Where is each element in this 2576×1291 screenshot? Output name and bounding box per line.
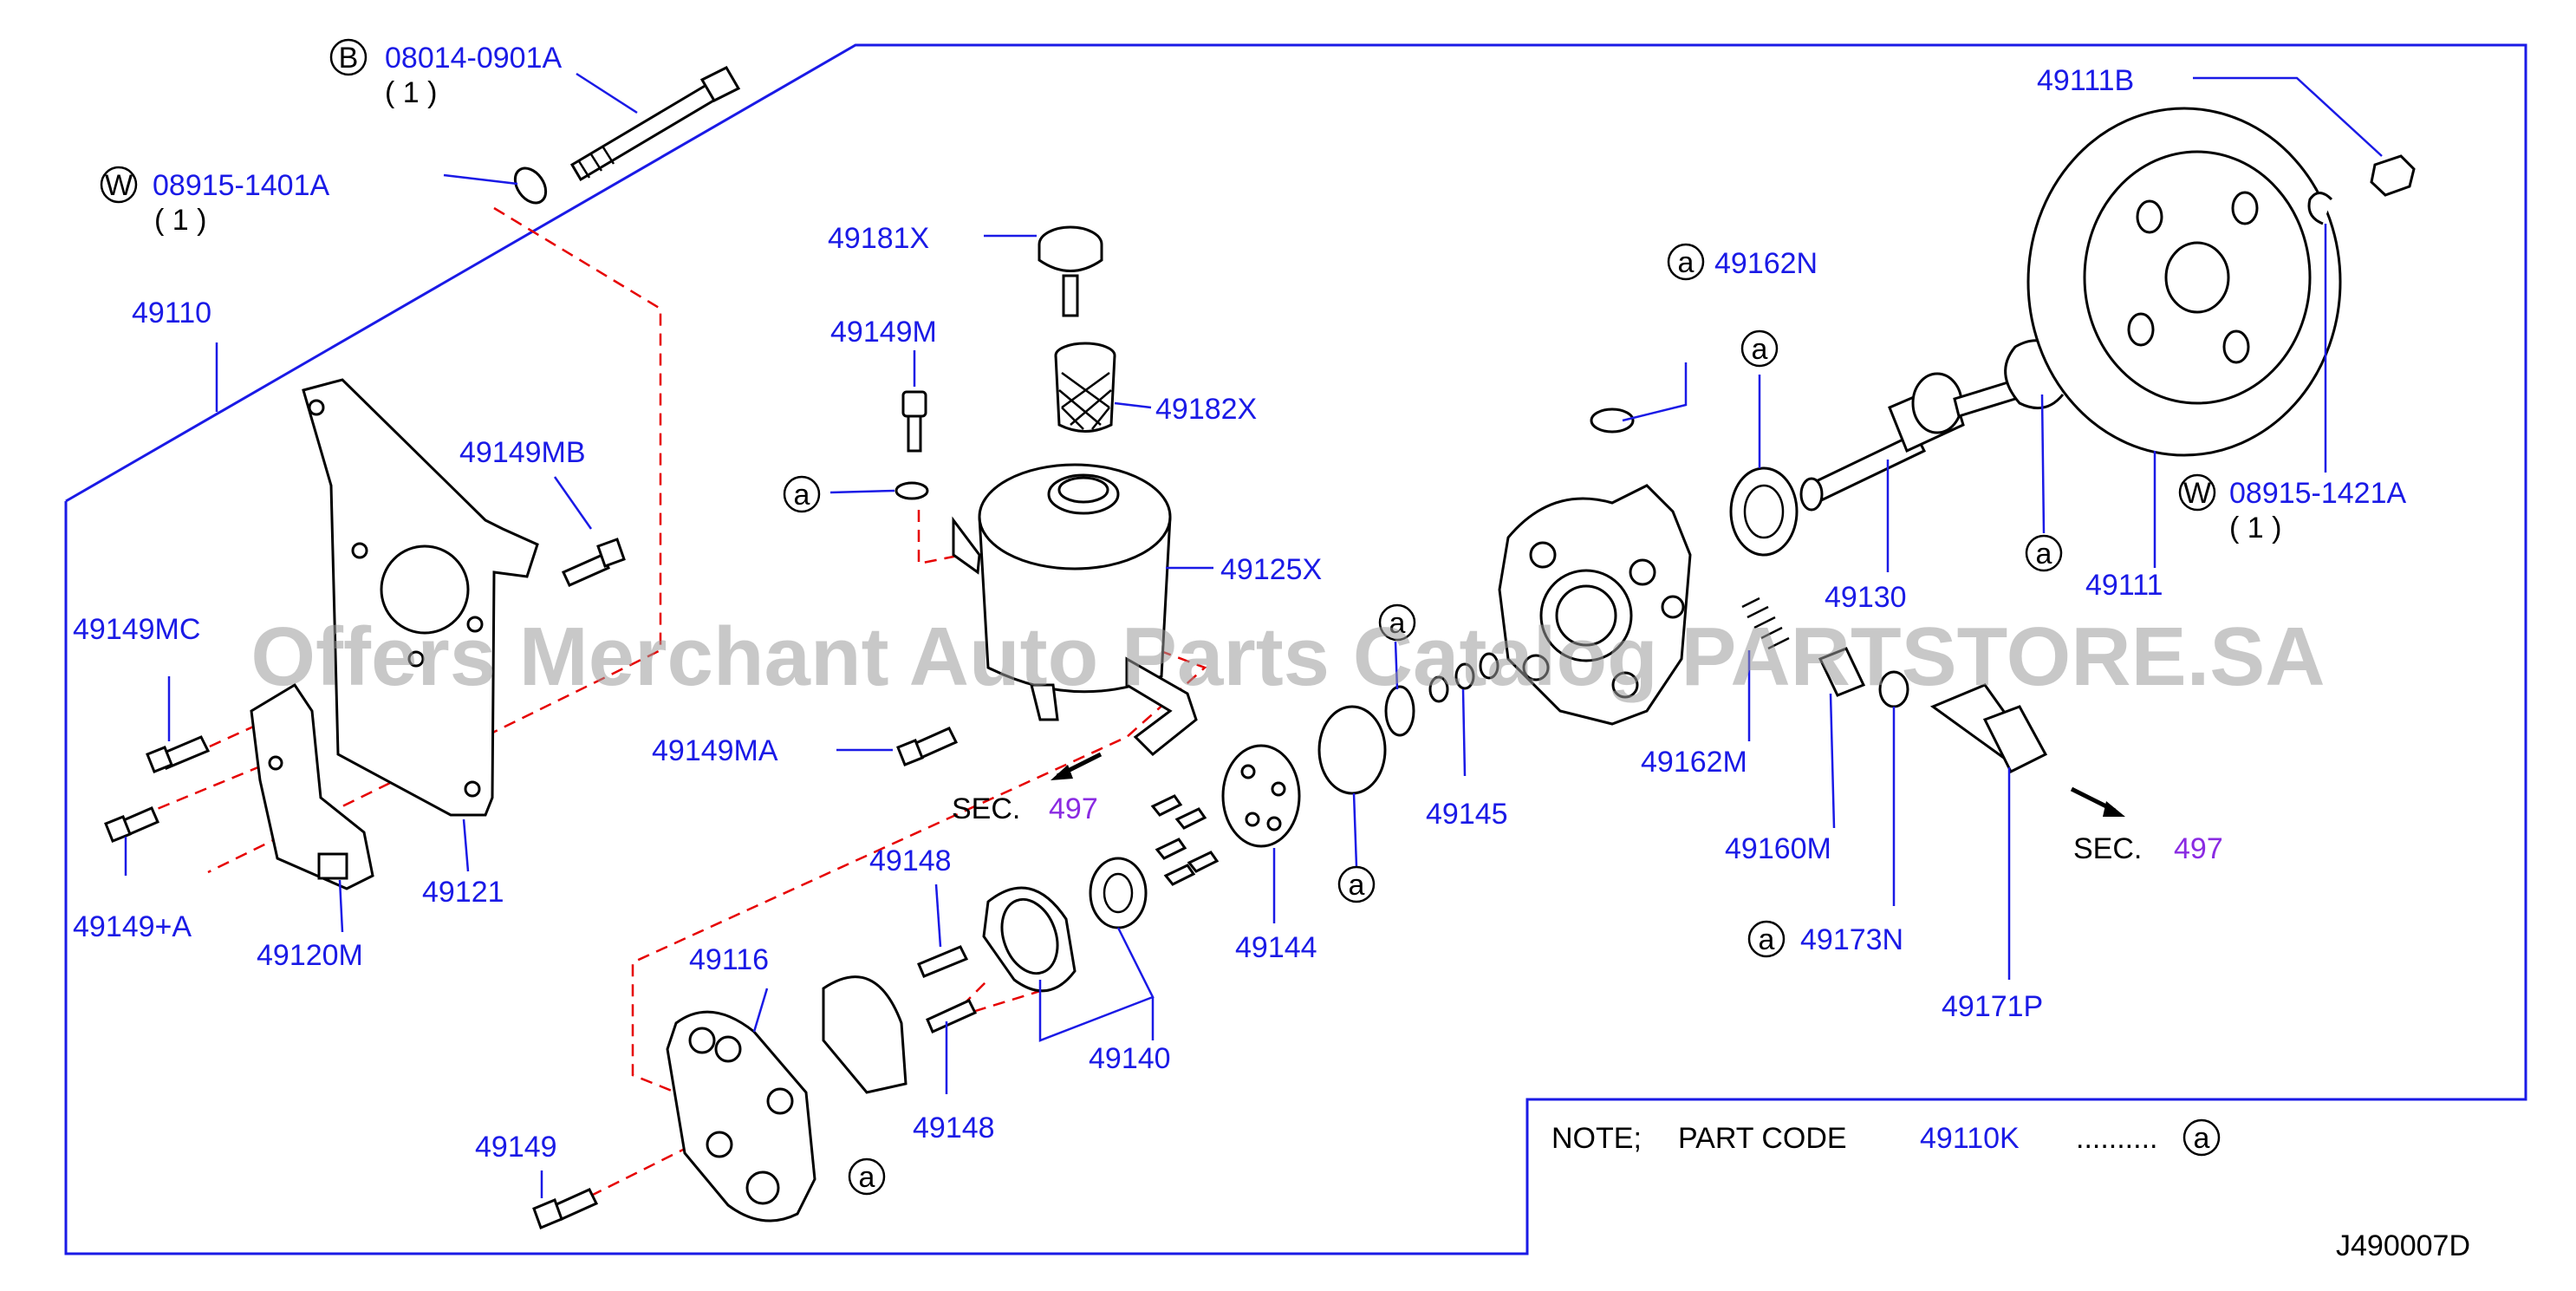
label-49173n[interactable]: 49173N [1800, 923, 1903, 956]
part-labels: 08014-0901A ( 1 ) 08915-1401A ( 1 ) 4911… [73, 42, 2470, 1262]
svg-text:a: a [1349, 869, 1365, 902]
label-49111[interactable]: 49111 [2085, 569, 2163, 602]
arrowhead-sec-497-right [2103, 801, 2125, 817]
arrowhead-sec-497-left [1051, 765, 1073, 780]
note-dots: .......... [2076, 1122, 2157, 1155]
pressure-plate-49144[interactable] [1221, 744, 1301, 848]
nut-49111b[interactable] [2370, 154, 2416, 197]
label-49140[interactable]: 49140 [1089, 1042, 1171, 1075]
shaft-49130[interactable] [1799, 372, 2017, 512]
label-49125x[interactable]: 49125X [1220, 553, 1322, 586]
connector-49171p[interactable] [1929, 683, 2048, 774]
bolt-49149-a[interactable] [104, 806, 159, 843]
o-ring-reservoir[interactable] [894, 481, 929, 500]
label-qty-08915b: ( 1 ) [2229, 512, 2281, 544]
bolt-49149mb[interactable] [561, 538, 626, 587]
oil-seal[interactable] [1729, 466, 1799, 557]
label-49148-lower[interactable]: 49148 [913, 1112, 995, 1144]
diagram-id: J490007D [2336, 1229, 2470, 1262]
watermark: Offers Merchant Auto Parts Catalog PARTS… [250, 610, 2325, 703]
label-49145[interactable]: 49145 [1426, 798, 1508, 831]
assembly-frame [64, 43, 2527, 1255]
label-qty-08014: ( 1 ) [385, 76, 437, 109]
label-49144[interactable]: 49144 [1235, 931, 1317, 964]
svg-text:W: W [105, 169, 133, 202]
link-sec-497-left[interactable]: 497 [1049, 792, 1098, 825]
svg-text:a: a [1678, 246, 1695, 279]
label-sec-right: SEC. [2073, 832, 2142, 865]
bracket-49121[interactable] [302, 378, 539, 817]
label-49149mc[interactable]: 49149MC [73, 613, 200, 646]
label-49111b[interactable]: 49111B [2037, 64, 2134, 97]
label-08014-0901a[interactable]: 08014-0901A [385, 42, 563, 75]
label-sec-left: SEC. [952, 792, 1020, 825]
vanes[interactable] [1150, 794, 1220, 886]
o-ring-large[interactable] [1317, 705, 1387, 795]
label-49148-upper[interactable]: 49148 [869, 844, 952, 877]
label-49162m[interactable]: 49162M [1641, 746, 1747, 779]
svg-text:B: B [339, 42, 359, 75]
svg-text:a: a [1759, 923, 1775, 956]
lock-washer-08915-1421a[interactable] [2307, 192, 2333, 225]
svg-text:a: a [2036, 538, 2052, 571]
label-08915-1421a[interactable]: 08915-1421A [2229, 477, 2407, 510]
note-part-code: PART CODE [1678, 1122, 1847, 1155]
label-49149mb[interactable]: 49149MB [459, 436, 586, 469]
note-label: NOTE; [1551, 1122, 1642, 1155]
link-sec-497-right[interactable]: 497 [2174, 832, 2223, 865]
spring-49162m[interactable] [1741, 597, 1790, 650]
svg-text:a: a [859, 1161, 875, 1194]
o-ring-49162n[interactable] [1590, 408, 1635, 434]
label-49149ma[interactable]: 49149MA [652, 734, 778, 767]
label-49116[interactable]: 49116 [689, 943, 769, 976]
label-49160m[interactable]: 49160M [1725, 832, 1831, 865]
note-part-49110k[interactable]: 49110K [1920, 1122, 2020, 1155]
pulley-49111[interactable] [2026, 107, 2342, 457]
label-49121[interactable]: 49121 [422, 876, 504, 909]
gasket-plate[interactable] [822, 975, 907, 1094]
label-49130[interactable]: 49130 [1825, 581, 1907, 614]
valve-49160m[interactable] [1818, 647, 1866, 697]
svg-text:a: a [1389, 607, 1406, 640]
svg-text:a: a [794, 479, 810, 512]
svg-text:a: a [2194, 1122, 2210, 1155]
reservoir-tank-49125x[interactable] [952, 463, 1198, 757]
label-49149-a[interactable]: 49149+A [73, 910, 192, 943]
spring-49145[interactable] [1428, 652, 1499, 703]
strainer-49182x[interactable] [1054, 342, 1116, 433]
bracket-49120m[interactable] [250, 682, 374, 890]
label-49149m[interactable]: 49149M [830, 316, 937, 349]
reservoir-cap-49181x[interactable] [1038, 225, 1103, 317]
circled-symbols: B W W a a a a a a a a a [100, 38, 2221, 1196]
label-49182x[interactable]: 49182X [1155, 393, 1257, 426]
label-49120m[interactable]: 49120M [257, 939, 363, 972]
cover-plate-49116[interactable] [666, 1010, 816, 1223]
leader-lines [124, 72, 2383, 1198]
svg-text:a: a [1752, 333, 1768, 366]
pump-body[interactable] [1498, 484, 1692, 726]
svg-text:W: W [2183, 477, 2211, 510]
label-49181x[interactable]: 49181X [828, 222, 929, 255]
long-bolt-08014[interactable] [569, 66, 741, 182]
label-49110[interactable]: 49110 [132, 297, 211, 329]
cam-ring-49140[interactable] [982, 886, 1077, 993]
label-49171p[interactable]: 49171P [1942, 990, 2043, 1023]
bolt-49149ma[interactable] [896, 727, 959, 766]
rotor[interactable] [1089, 857, 1148, 929]
label-49149[interactable]: 49149 [475, 1131, 557, 1164]
washer-08915-1401a[interactable] [509, 162, 552, 208]
label-qty-08915a: ( 1 ) [154, 204, 206, 237]
label-49162n[interactable]: 49162N [1714, 247, 1818, 280]
label-08915-1401a[interactable]: 08915-1401A [153, 169, 330, 202]
pin-49148-lower[interactable] [926, 999, 978, 1033]
bolt-49149[interactable] [532, 1188, 599, 1229]
pin-49148-upper[interactable] [917, 945, 969, 978]
bolt-49149mc[interactable] [146, 735, 211, 773]
bolt-49149m[interactable] [901, 390, 927, 453]
o-ring-small[interactable] [1384, 685, 1415, 737]
